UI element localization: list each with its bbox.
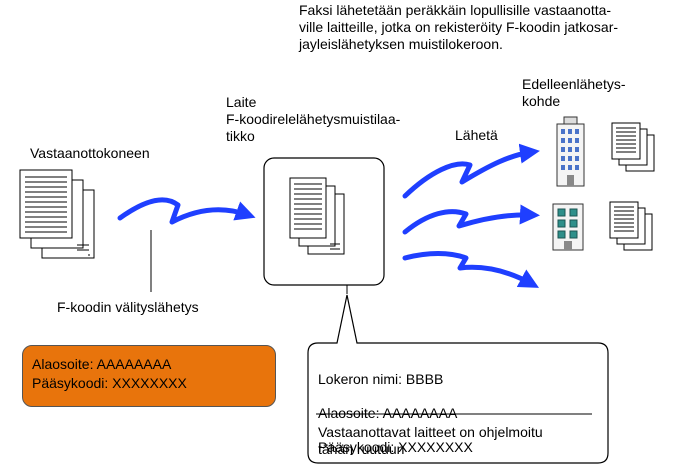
sender-settings-box: Alaosoite: AAAAAAAA Pääsykoodi: XXXXXXXX xyxy=(22,345,276,407)
forward-destination-label: Edelleenlähetys- kohde xyxy=(522,76,626,109)
destination-documents-icon-1 xyxy=(611,122,655,172)
header-text: Faksi lähetetään peräkkäin lopullisille … xyxy=(299,2,619,52)
callout-fields: Lokeron nimi: BBBB Alaosoite: AAAAAAAA P… xyxy=(318,354,473,473)
relay-arrow xyxy=(117,197,256,225)
callout-bubble xyxy=(307,294,609,464)
building-icon xyxy=(552,203,584,251)
sender-subaddress: Alaosoite: AAAAAAAA xyxy=(32,356,172,372)
callout-subaddress: Alaosoite: AAAAAAAA xyxy=(318,405,458,421)
callout-passcode: Pääsykoodi: XXXXXXXX xyxy=(318,439,473,455)
send-arrow-1 xyxy=(402,143,540,199)
receiver-label: Vastaanottokoneen xyxy=(30,145,150,161)
sender-documents-icon xyxy=(19,169,95,259)
callout-note: Vastaanottavat laitteet on ohjelmoitu tä… xyxy=(318,424,543,457)
send-arrow-3 xyxy=(402,251,540,288)
sender-passcode: Pääsykoodi: XXXXXXXX xyxy=(32,375,187,391)
callout-box-name: Lokeron nimi: BBBB xyxy=(318,371,444,387)
relay-transmission-label: F-koodin välityslähetys xyxy=(57,299,199,315)
send-label: Lähetä xyxy=(455,127,498,143)
relay-device-label: Laite F-koodirelelähetysmuistilaa- tikko xyxy=(226,94,401,144)
send-arrow-2 xyxy=(402,204,540,235)
office-building-icon xyxy=(556,116,585,187)
relay-documents-icon xyxy=(289,177,345,255)
destination-documents-icon-2 xyxy=(609,201,653,251)
